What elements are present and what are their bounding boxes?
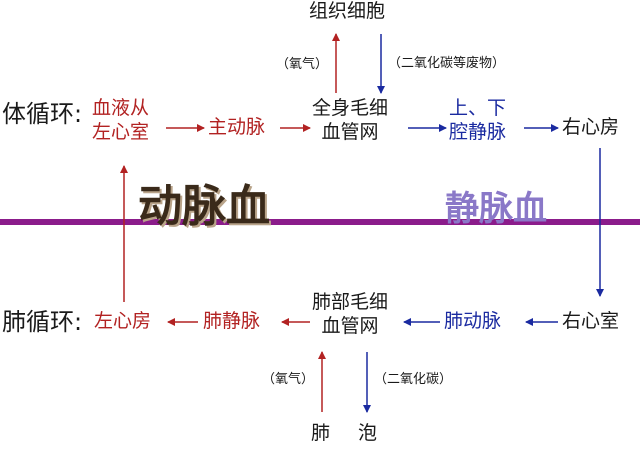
lung-capillary-line2: 血管网: [321, 314, 379, 337]
arterial-blood-label: 动脉血: [138, 181, 270, 232]
right-ventricle-node: 右心室: [562, 310, 620, 332]
co2-bottom-label: （二氧化碳）: [374, 372, 453, 387]
body-capillary-line1: 全身毛细: [312, 97, 389, 119]
systemic-circulation-label: 体循环:: [2, 100, 83, 128]
vena-cava-line2: 腔静脉: [449, 120, 507, 143]
left-ventricle-line1: 血液从: [92, 97, 150, 119]
pulmonary-circulation-label: 肺循环:: [2, 308, 83, 336]
right-atrium-node: 右心房: [562, 116, 620, 138]
body-capillary-line2: 血管网: [321, 120, 379, 143]
left-ventricle-line2: 左心室: [92, 120, 150, 143]
alveolus-label-1: 肺: [311, 422, 331, 444]
lung-capillary-node: 肺部毛细 血管网: [312, 291, 388, 339]
vena-cava-node: 上、下 腔静脉: [449, 97, 506, 145]
pulmonary-vein-node: 肺静脉: [203, 310, 261, 332]
tissue-cells-label: 组织细胞: [309, 0, 386, 22]
oxygen-top-label: （氧气）: [276, 57, 329, 72]
aorta-node: 主动脉: [208, 116, 266, 138]
lung-capillary-line1: 肺部毛细: [312, 291, 389, 313]
co2-waste-top-label: （二氧化碳等废物）: [388, 56, 506, 71]
oxygen-bottom-label: （氧气）: [262, 372, 315, 387]
body-capillary-node: 全身毛细 血管网: [312, 97, 388, 145]
alveolus-label-2: 泡: [358, 422, 378, 444]
venous-blood-label: 静脉血: [445, 189, 547, 229]
left-atrium-node: 左心房: [94, 310, 152, 332]
pulmonary-artery-node: 肺动脉: [444, 310, 502, 332]
vena-cava-line1: 上、下: [449, 97, 507, 119]
left-ventricle-node: 血液从 左心室: [92, 97, 149, 145]
